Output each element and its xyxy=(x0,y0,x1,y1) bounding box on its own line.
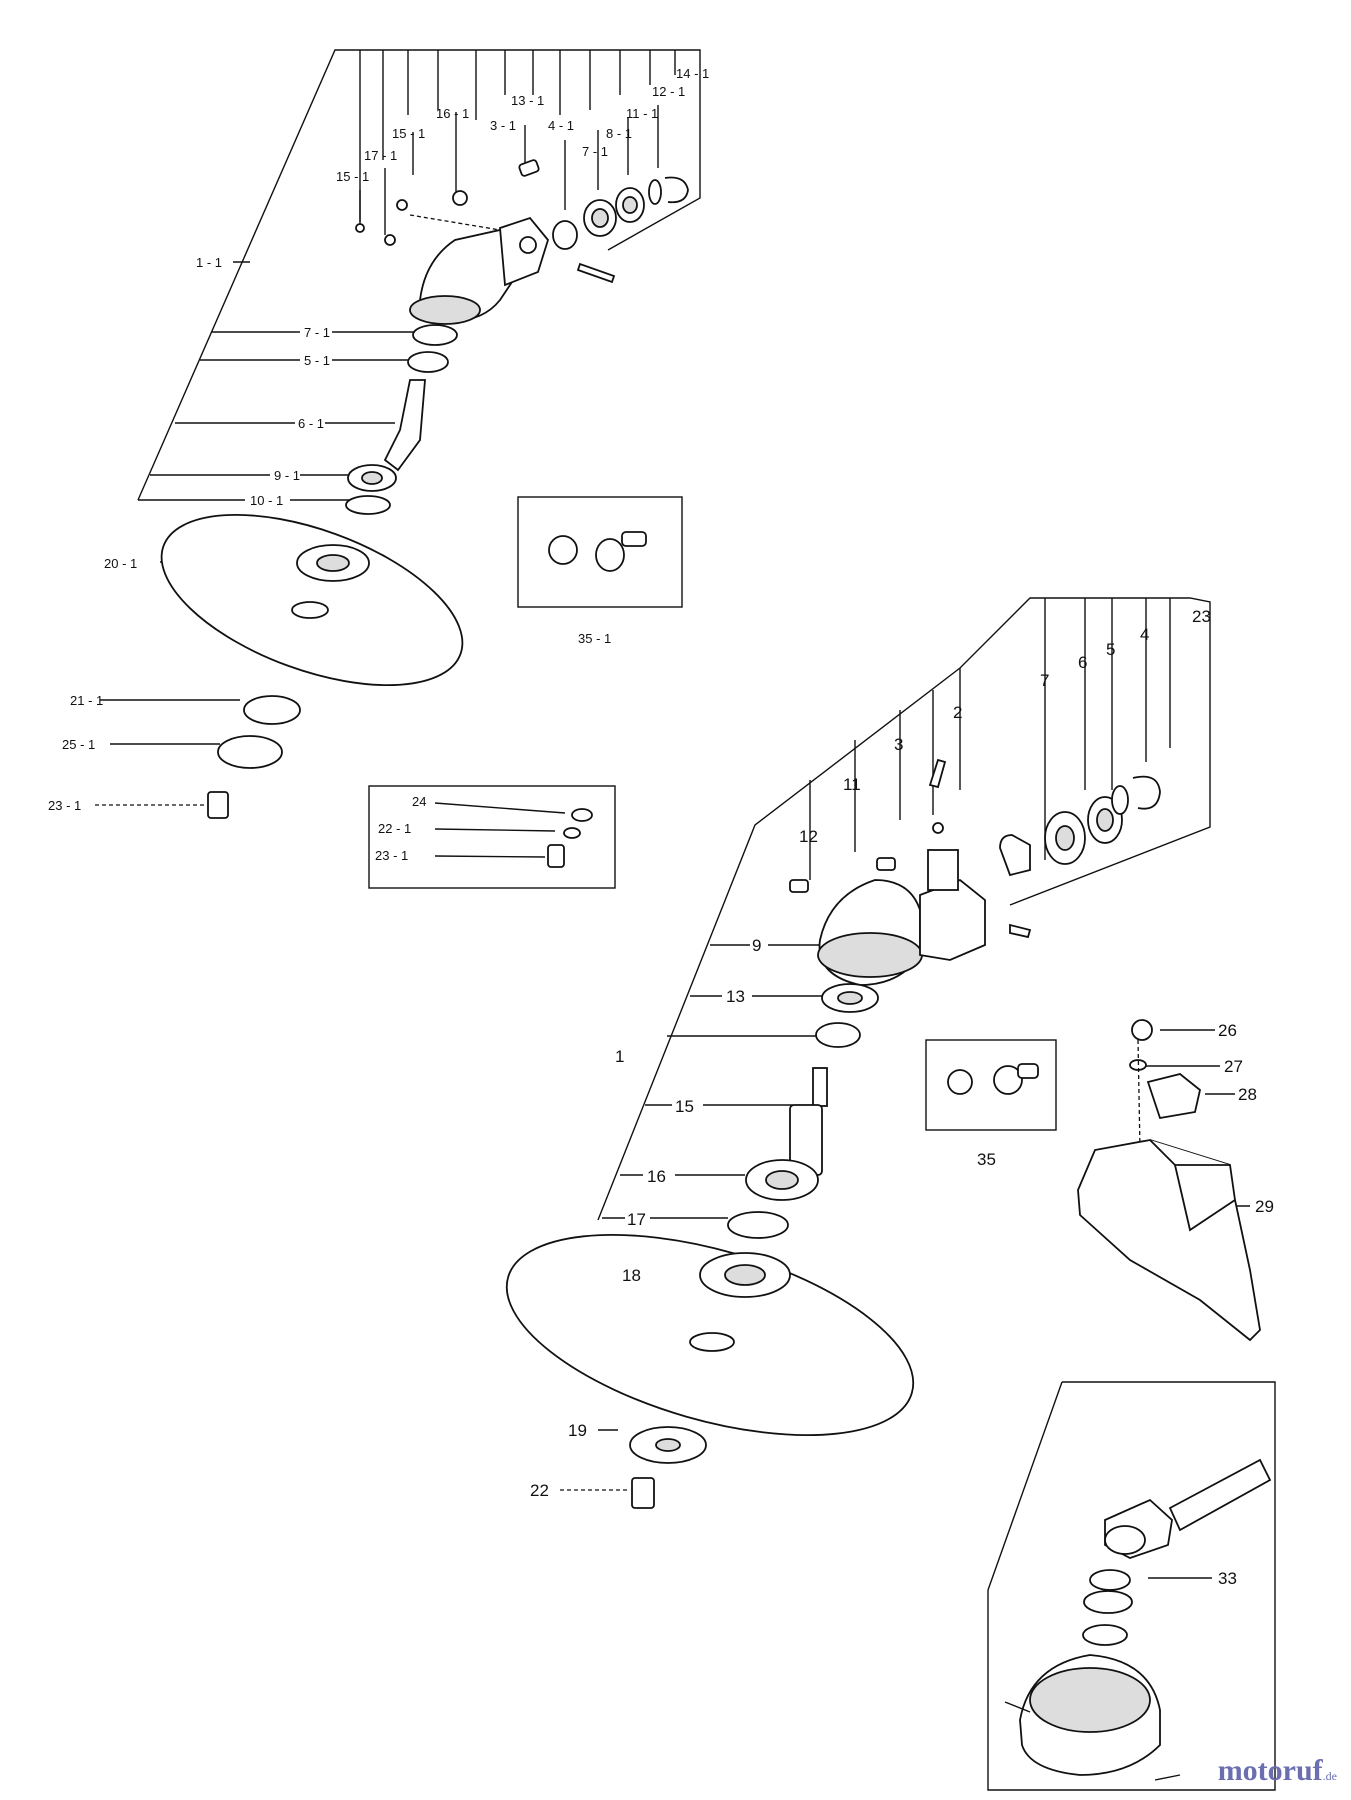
kit-box-35 xyxy=(925,1039,1057,1131)
line-head-inset xyxy=(987,1381,1276,1791)
label-21-1: 21 - 1 xyxy=(70,693,103,708)
label-13: 13 xyxy=(726,987,745,1006)
label-25-1: 25 - 1 xyxy=(62,737,95,752)
upper-bearings-top xyxy=(355,176,689,284)
label-20-1: 20 - 1 xyxy=(104,556,137,571)
label-2: 2 xyxy=(953,703,962,722)
label-15-1b: 15 - 1 xyxy=(336,169,369,184)
upper-assembly-leaders xyxy=(95,49,701,806)
label-10-1: 10 - 1 xyxy=(250,493,283,508)
upper-blade-washers xyxy=(207,695,301,819)
label-15: 15 xyxy=(675,1097,694,1116)
label-27: 27 xyxy=(1224,1057,1243,1076)
label-35-1: 35 - 1 xyxy=(578,631,611,646)
label-9-1: 9 - 1 xyxy=(274,468,300,483)
lower-gear-head xyxy=(789,758,1161,986)
label-12-1: 12 - 1 xyxy=(652,84,685,99)
label-23: 23 xyxy=(1192,607,1211,626)
label-16: 16 xyxy=(647,1167,666,1186)
lower-blade xyxy=(505,1233,915,1437)
label-18: 18 xyxy=(622,1266,641,1285)
label-23-1b: 23 - 1 xyxy=(375,848,408,863)
label-6-1: 6 - 1 xyxy=(298,416,324,431)
label-16-1: 16 - 1 xyxy=(436,106,469,121)
label-35: 35 xyxy=(977,1150,996,1169)
label-22-1: 22 - 1 xyxy=(378,821,411,836)
label-24: 24 xyxy=(412,794,426,809)
label-22: 22 xyxy=(530,1481,549,1500)
label-13-1: 13 - 1 xyxy=(511,93,544,108)
kit-box-35-1 xyxy=(517,496,683,608)
label-29: 29 xyxy=(1255,1197,1274,1216)
upper-gear-head xyxy=(409,159,550,325)
watermark-tld: .de xyxy=(1322,1769,1337,1783)
label-1: 1 xyxy=(615,1047,624,1066)
label-11: 11 xyxy=(843,775,861,794)
label-3: 3 xyxy=(894,735,903,754)
label-14-1: 14 - 1 xyxy=(676,66,709,81)
label-4-1: 4 - 1 xyxy=(548,118,574,133)
upper-shaft xyxy=(345,324,458,515)
part-labels: 14 - 1 12 - 1 13 - 1 11 - 1 16 - 1 3 - 1… xyxy=(48,66,1274,1588)
kit-box-24-22-23 xyxy=(368,785,616,889)
label-7: 7 xyxy=(1040,671,1049,690)
label-5-1: 5 - 1 xyxy=(304,353,330,368)
label-11-1: 11 - 1 xyxy=(626,106,658,121)
label-33: 33 xyxy=(1218,1569,1237,1588)
lower-assembly-leaders xyxy=(560,597,1250,1579)
upper-saw-blade xyxy=(160,513,464,687)
label-7-1a: 7 - 1 xyxy=(582,144,608,159)
label-12: 12 xyxy=(799,827,818,846)
label-1-1: 1 - 1 xyxy=(196,255,222,270)
label-19: 19 xyxy=(568,1421,587,1440)
guard-assembly xyxy=(1077,1019,1261,1342)
lower-shaft xyxy=(727,983,879,1239)
label-8-1: 8 - 1 xyxy=(606,126,632,141)
label-9: 9 xyxy=(752,936,761,955)
label-15-1a: 15 - 1 xyxy=(392,126,425,141)
label-7-1b: 7 - 1 xyxy=(304,325,330,340)
label-3-1: 3 - 1 xyxy=(490,118,516,133)
lower-blade-washers xyxy=(629,1426,707,1509)
label-6: 6 xyxy=(1078,653,1087,672)
watermark-main: motoruf xyxy=(1217,1754,1323,1787)
label-26: 26 xyxy=(1218,1021,1237,1040)
label-17-1: 17 - 1 xyxy=(364,148,397,163)
watermark-logo: motoruf.de xyxy=(1218,1754,1337,1788)
label-28: 28 xyxy=(1238,1085,1257,1104)
label-5: 5 xyxy=(1106,640,1115,659)
label-23-1a: 23 - 1 xyxy=(48,798,81,813)
label-17: 17 xyxy=(627,1210,646,1229)
label-4: 4 xyxy=(1140,625,1149,644)
